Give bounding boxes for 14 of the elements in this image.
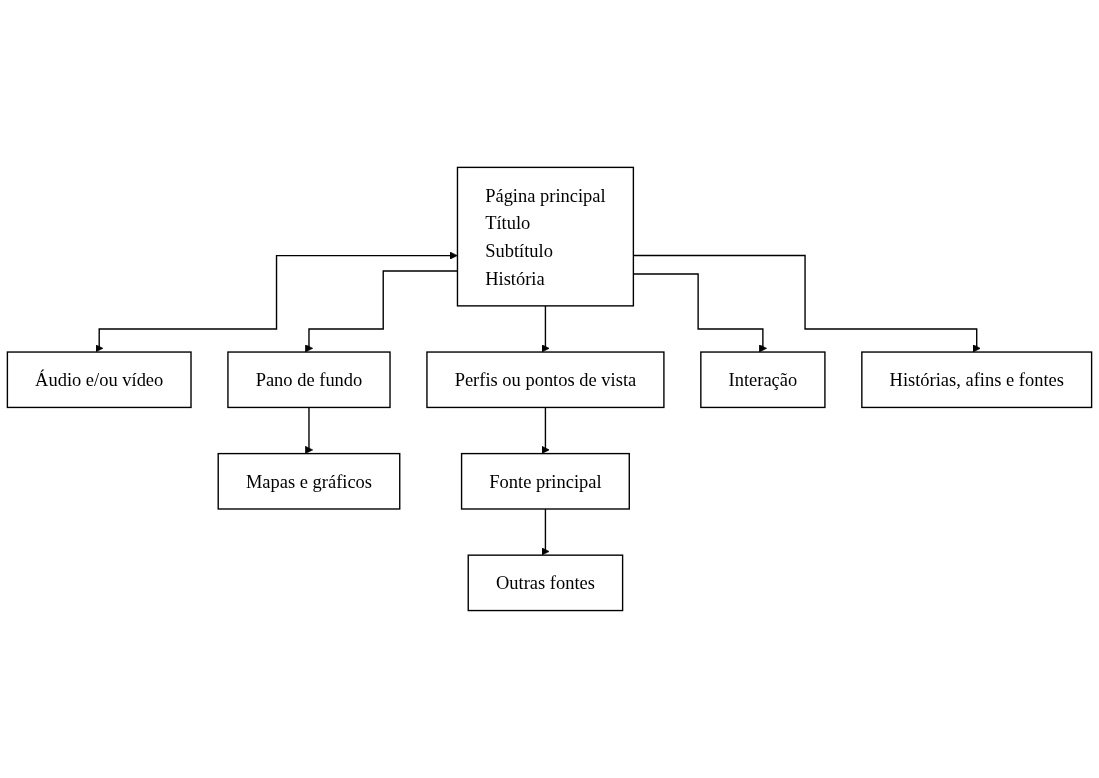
- node-box: Perfis ou pontos de vista: [426, 351, 665, 409]
- node-box: Fonte principal: [460, 452, 630, 510]
- node-box: Página principal Título Subtítulo História: [456, 166, 635, 307]
- node-box: Mapas e gráficos: [217, 452, 401, 510]
- node-box: Pano de fundo: [227, 351, 391, 409]
- arrow: [541, 305, 550, 353]
- arrow: [304, 406, 314, 454]
- arrow: [541, 406, 550, 454]
- arrow: [95, 251, 458, 353]
- arrow: [541, 508, 550, 556]
- node-box: Interação: [700, 351, 826, 409]
- node-box: Histórias, afins e fontes: [861, 351, 1093, 409]
- node-box: Outras fontes: [467, 554, 624, 612]
- node-box: Áudio e/ou vídeo: [6, 351, 192, 409]
